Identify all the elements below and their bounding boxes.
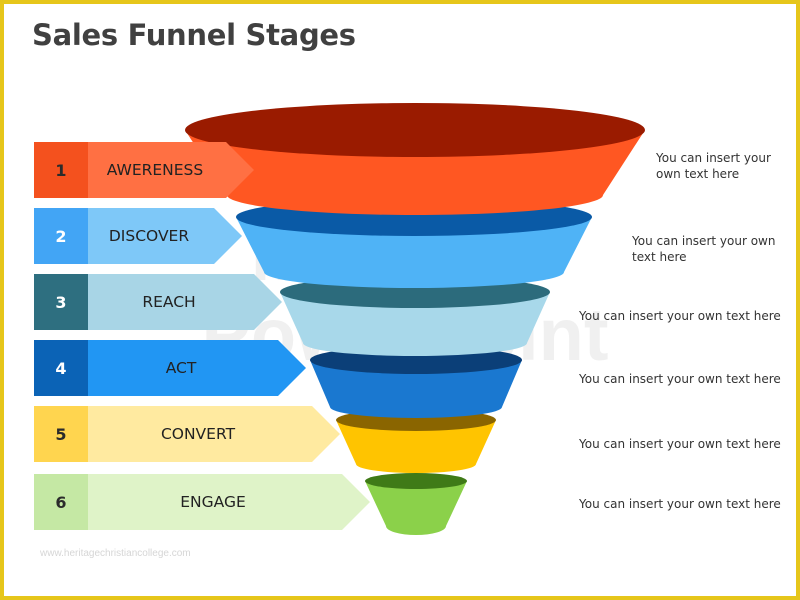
stage-label: AWERENESS — [106, 161, 204, 179]
stage-note-6: You can insert your own text here — [579, 496, 781, 512]
stage-note-line: You can insert your own text here — [579, 497, 781, 511]
stage-note-line: own text here — [656, 167, 740, 181]
stage-number: 3 — [55, 292, 67, 312]
stage-label-arrow-2: DISCOVER — [84, 208, 242, 264]
stage-number: 2 — [55, 226, 67, 246]
funnel-layer-body — [236, 217, 592, 288]
funnel-layer-body — [280, 292, 550, 356]
funnel-layer-body — [336, 420, 496, 473]
stage-note-line: You can insert your own text here — [579, 437, 781, 451]
funnel-layer-1 — [185, 103, 645, 215]
funnel-layer-6 — [365, 473, 467, 535]
stage-note-1: You can insert your own text here — [656, 150, 771, 182]
stage-label: DISCOVER — [108, 227, 190, 245]
stage-number-box-4: 4 — [34, 340, 88, 396]
stage-label-arrow-6: ENGAGE — [84, 474, 370, 530]
stage-label: ENGAGE — [180, 493, 246, 511]
stage-number-box-6: 6 — [34, 474, 88, 530]
stage-label-arrow-4: ACT — [84, 340, 306, 396]
stage-note-line: You can insert your own text here — [579, 372, 781, 386]
funnel-layer-3 — [280, 276, 550, 356]
stage-label: ACT — [165, 359, 197, 377]
stage-number: 1 — [55, 160, 67, 180]
stage-number: 4 — [55, 358, 67, 378]
stage-note-line: You can insert your — [656, 151, 771, 165]
slide-title: Sales Funnel Stages — [32, 18, 356, 52]
funnel-layer-body — [365, 481, 467, 535]
stage-number-box-3: 3 — [34, 274, 88, 330]
stage-label-arrow-3: REACH — [84, 274, 282, 330]
stage-note-line: You can insert your own — [632, 234, 776, 248]
stage-number-box-1: 1 — [34, 142, 88, 198]
stage-label-arrow-5: CONVERT — [84, 406, 340, 462]
funnel-layer-5 — [336, 409, 496, 473]
stage-note-2: You can insert your own text here — [632, 233, 775, 265]
stage-note-3: You can insert your own text here — [579, 308, 781, 324]
stage-note-line: You can insert your own text here — [579, 309, 781, 323]
stage-number: 6 — [55, 492, 67, 512]
stage-number-box-5: 5 — [34, 406, 88, 462]
stage-label: CONVERT — [160, 425, 236, 443]
credit-text: www.heritagechristiancollege.com — [40, 548, 191, 559]
stage-number: 5 — [55, 424, 67, 444]
stage-note-4: You can insert your own text here — [579, 371, 781, 387]
stage-label-arrow-1: AWERENESS — [84, 142, 254, 198]
funnel-layer-body — [310, 360, 522, 418]
funnel-layer-rim — [185, 103, 645, 157]
funnel-layer-rim — [365, 473, 467, 489]
stage-note-5: You can insert your own text here — [579, 436, 781, 452]
funnel-layer-4 — [310, 346, 522, 418]
stage-note-line: text here — [632, 250, 687, 264]
stage-label: REACH — [142, 293, 196, 311]
stage-number-box-2: 2 — [34, 208, 88, 264]
